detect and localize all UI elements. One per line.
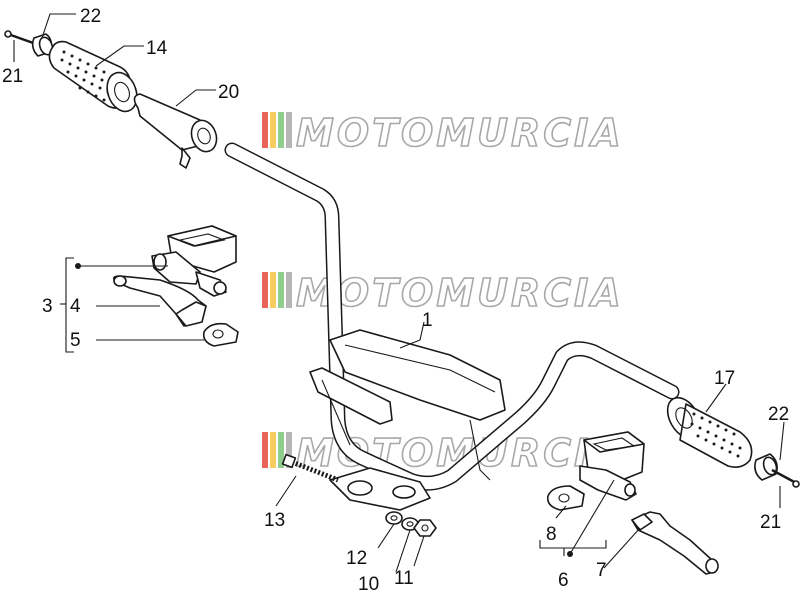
watermark-text: MOTOMURCIA bbox=[296, 271, 624, 315]
watermark-bottom: MOTOMURCIA bbox=[262, 430, 622, 476]
callout-8: 8 bbox=[546, 524, 557, 545]
callout-dots bbox=[75, 263, 573, 557]
callout-5: 5 bbox=[70, 330, 81, 351]
callout-22-right: 22 bbox=[768, 404, 789, 425]
right-grip bbox=[666, 396, 753, 468]
callout-20: 20 bbox=[218, 82, 239, 103]
callout-12: 12 bbox=[346, 548, 367, 569]
handlebar-tube bbox=[224, 142, 680, 491]
callout-10: 10 bbox=[358, 574, 379, 595]
right-brake-lever bbox=[631, 511, 719, 575]
leader-lines bbox=[13, 13, 785, 573]
throttle-tube bbox=[133, 93, 218, 169]
left-grip bbox=[48, 40, 138, 113]
left-bar-end-screw bbox=[4, 30, 37, 46]
right-lever-clamp bbox=[546, 485, 585, 511]
callout-7: 7 bbox=[596, 560, 607, 581]
right-bar-end-weight bbox=[754, 453, 778, 481]
washer-12 bbox=[385, 511, 403, 525]
callout-22-left: 22 bbox=[80, 6, 101, 27]
left-lever-clamp bbox=[202, 322, 239, 347]
callout-21-left: 21 bbox=[2, 66, 23, 87]
callout-21-right: 21 bbox=[760, 512, 781, 533]
callout-13: 13 bbox=[264, 510, 285, 531]
nut-11 bbox=[413, 519, 437, 537]
callout-6: 6 bbox=[558, 570, 569, 591]
callout-4: 4 bbox=[70, 296, 81, 317]
left-master-cylinder bbox=[151, 225, 237, 297]
right-master-cylinder bbox=[579, 431, 645, 501]
callout-11: 11 bbox=[394, 568, 414, 589]
callout-14: 14 bbox=[146, 38, 168, 59]
callout-1: 1 bbox=[422, 310, 433, 331]
right-bar-end-screw bbox=[771, 468, 800, 488]
watermark-text: MOTOMURCIA bbox=[296, 111, 624, 155]
callout-3: 3 bbox=[42, 296, 53, 317]
handlebar-bracket bbox=[309, 329, 506, 511]
callout-17: 17 bbox=[714, 368, 735, 389]
callout-labels: 22 21 14 20 1 3 4 5 13 12 10 11 17 22 21… bbox=[2, 6, 789, 595]
watermark-top: MOTOMURCIA bbox=[262, 110, 624, 156]
watermark-middle: MOTOMURCIA bbox=[262, 270, 624, 316]
left-brake-lever bbox=[112, 275, 207, 327]
bolt bbox=[281, 453, 339, 483]
